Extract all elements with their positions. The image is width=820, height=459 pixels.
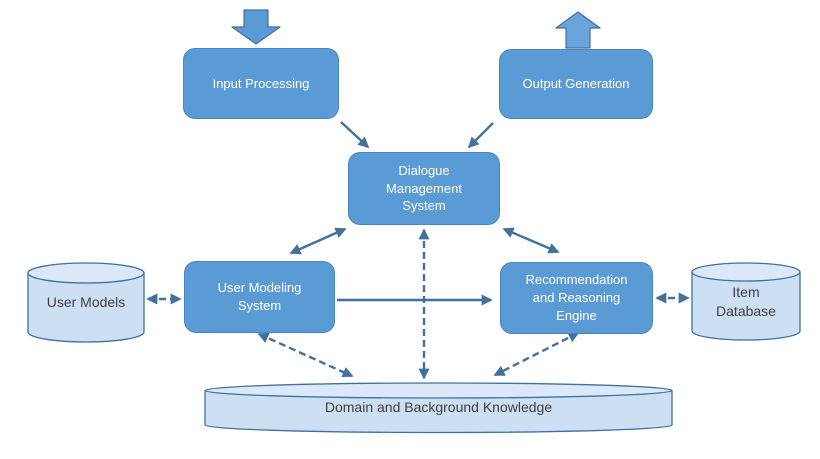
node-dialogue-management-system-label: Dialogue Management System: [386, 162, 462, 214]
node-user-models-label: User Models: [46, 294, 126, 311]
arrow-output-generation-to-dms: [467, 122, 494, 149]
node-user-modeling-system-label: User Modeling System: [217, 280, 302, 313]
arrow-input-processing-to-dms: [340, 121, 370, 149]
node-input-processing: Input Processing: [183, 48, 339, 119]
node-domain-background-knowledge-label: Domain and Background Knowledge: [324, 399, 553, 416]
node-recommendation-reasoning-engine-label: Recommendation and Reasoning Engine: [525, 272, 628, 323]
arrow-user-modeling-domain-knowledge-dashed-bidirectional: [257, 332, 354, 378]
node-dialogue-management-system: Dialogue Management System: [348, 152, 500, 225]
node-user-modeling-system: User Modeling System: [184, 261, 335, 333]
node-output-generation: Output Generation: [499, 49, 653, 119]
node-input-processing-label: Input Processing: [212, 75, 310, 91]
node-item-database-label: Item Database: [716, 284, 776, 319]
external-output-up-block-arrow-icon: [555, 11, 601, 49]
external-input-down-block-arrow-icon: [231, 9, 281, 45]
arrow-dms-recommendation-engine-bidirectional: [502, 227, 560, 254]
node-recommendation-reasoning-engine: Recommendation and Reasoning Engine: [500, 262, 653, 334]
arrow-dms-user-modeling-bidirectional: [289, 227, 347, 255]
node-output-generation-label: Output Generation: [522, 76, 630, 92]
arrow-recommendation-engine-domain-knowledge-dashed-bidirectional: [493, 331, 580, 377]
